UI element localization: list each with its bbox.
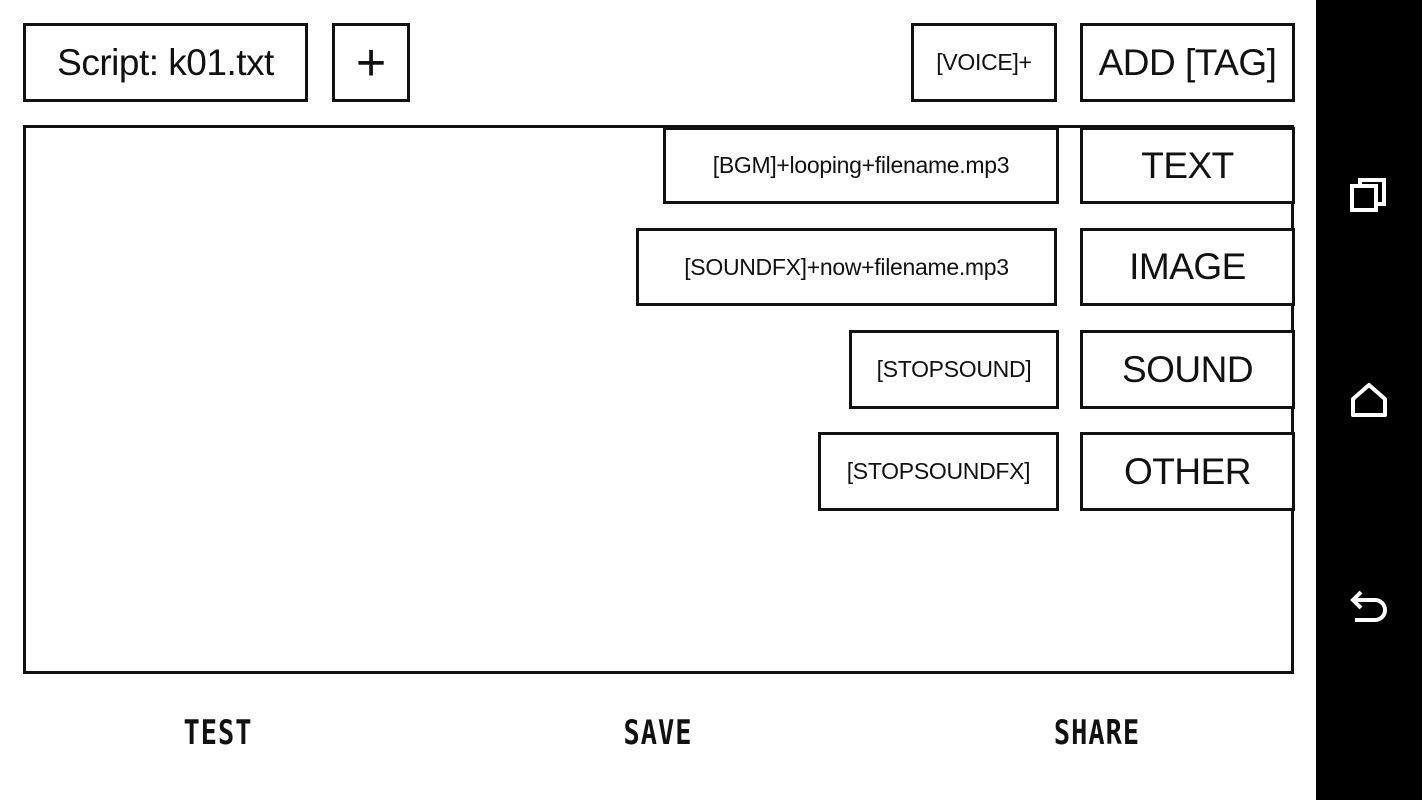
category-image[interactable]: IMAGE xyxy=(1080,228,1295,306)
recent-apps-icon[interactable] xyxy=(1349,175,1389,215)
script-file-button[interactable]: Script: k01.txt xyxy=(23,23,308,102)
back-icon[interactable] xyxy=(1349,588,1389,628)
category-sound[interactable]: SOUND xyxy=(1080,330,1295,409)
category-other[interactable]: OTHER xyxy=(1080,432,1295,511)
voice-tag-button[interactable]: [VOICE]+ xyxy=(911,23,1057,102)
soundfx-tag-option[interactable]: [SOUNDFX]+now+filename.mp3 xyxy=(636,228,1057,306)
add-script-button[interactable]: + xyxy=(332,23,410,102)
stopsound-tag-option[interactable]: [STOPSOUND] xyxy=(849,330,1059,409)
navigation-bar xyxy=(1316,0,1422,800)
category-text[interactable]: TEXT xyxy=(1080,127,1295,204)
add-tag-button[interactable]: ADD [TAG] xyxy=(1080,23,1295,102)
share-button[interactable]: SHARE xyxy=(1053,714,1141,753)
test-button[interactable]: TEST xyxy=(183,714,253,753)
stopsoundfx-tag-option[interactable]: [STOPSOUNDFX] xyxy=(818,432,1059,511)
bgm-tag-option[interactable]: [BGM]+looping+filename.mp3 xyxy=(663,127,1059,204)
save-button[interactable]: SAVE xyxy=(623,714,693,753)
home-icon[interactable] xyxy=(1349,380,1389,420)
